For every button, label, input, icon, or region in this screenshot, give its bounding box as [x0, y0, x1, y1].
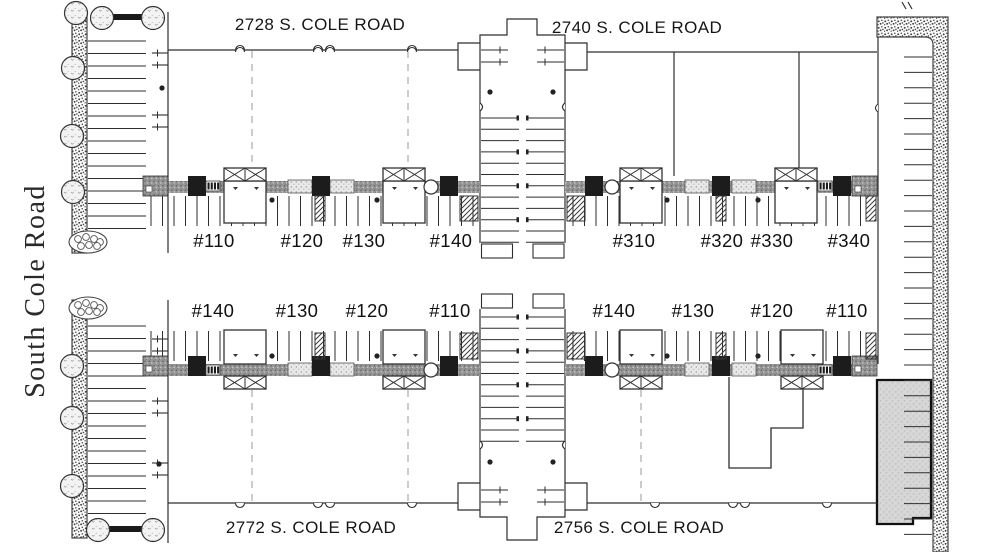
right-landscape-strip	[874, 1, 949, 552]
building-2740-outline	[234, 46, 877, 176]
address-label-2740: 2740 S. COLE ROAD	[552, 18, 722, 37]
address-label-2756: 2756 S. COLE ROAD	[554, 518, 724, 537]
central-court-bottom	[457, 293, 588, 541]
suite-label: #130	[276, 300, 319, 321]
building-2772-outline	[168, 390, 458, 509]
storefront-band-2772	[142, 329, 480, 390]
suite-label: #130	[672, 300, 715, 321]
parking-lot-top-left	[88, 12, 169, 253]
building-footprint-gray	[875, 378, 933, 526]
suite-label: #140	[430, 230, 473, 251]
suite-label: #120	[751, 300, 794, 321]
storefront-band-2740	[565, 167, 878, 226]
suite-label: #110	[193, 230, 234, 251]
suite-label: #140	[593, 300, 636, 321]
address-label-2728: 2728 S. COLE ROAD	[235, 15, 405, 34]
suite-label: #140	[192, 300, 235, 321]
building-2756-outline	[587, 377, 877, 509]
labels: South Cole Road 2728 S. COLE ROAD 2740 S…	[20, 15, 870, 537]
address-label-2772: 2772 S. COLE ROAD	[226, 518, 396, 537]
storefront-band-2728	[142, 167, 480, 226]
tree-icons	[59, 0, 166, 543]
building-2728-outline	[168, 44, 458, 163]
suite-label: #130	[343, 230, 386, 251]
right-parking-stalls	[904, 56, 932, 535]
road-label: South Cole Road	[20, 184, 51, 398]
suite-label: #110	[826, 300, 867, 321]
suite-label: #120	[346, 300, 389, 321]
suite-label: #310	[613, 230, 656, 251]
suite-label: #110	[429, 300, 470, 321]
storefront-band-2756	[565, 329, 878, 390]
suite-label: #330	[751, 230, 794, 251]
suite-label: #120	[281, 230, 324, 251]
central-court-top	[457, 18, 588, 259]
suite-label: #320	[701, 230, 744, 251]
suite-label: #340	[828, 230, 871, 251]
parking-lot-bottom-left	[88, 300, 169, 543]
